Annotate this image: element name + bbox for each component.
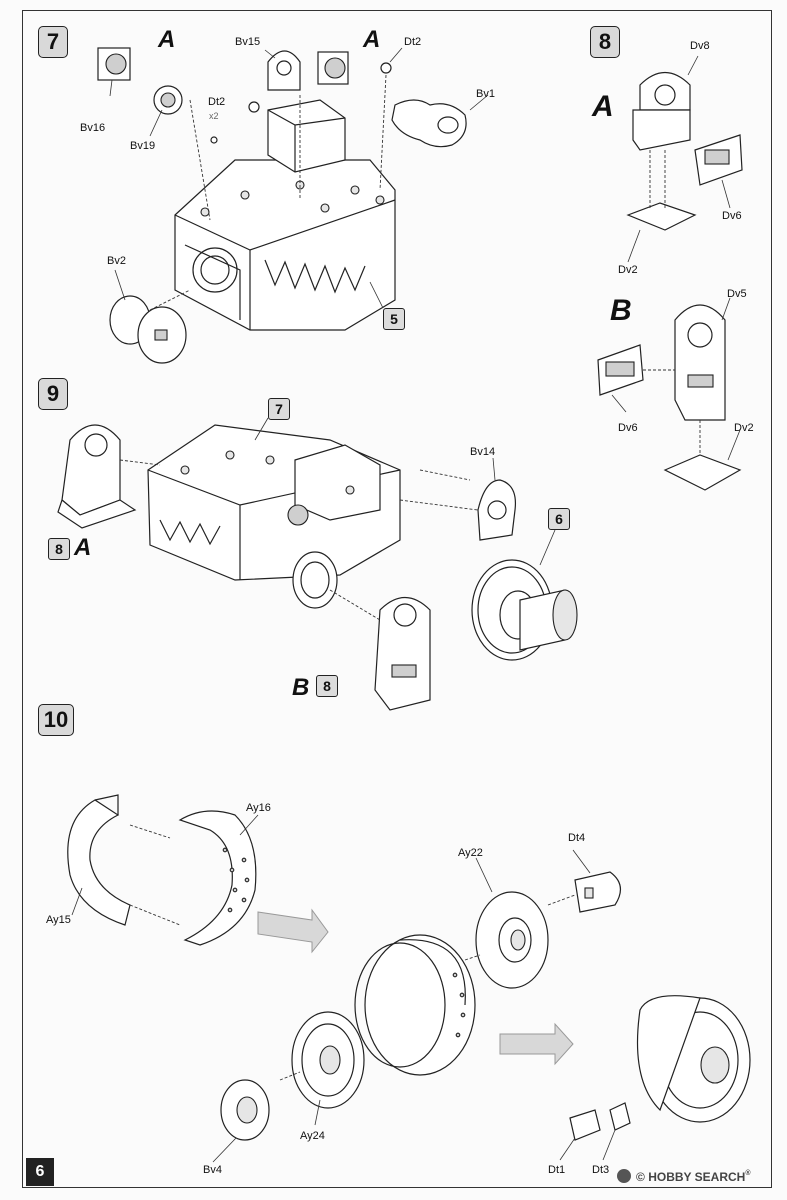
ref-step-8a-letter: A	[74, 534, 92, 561]
part-label-bv2: Bv2	[107, 255, 126, 267]
ref-step-7: 7	[268, 398, 290, 420]
watermark-logo-icon	[617, 1169, 631, 1183]
part-label-ay24: Ay24	[300, 1130, 325, 1142]
step7-variant-a-mid: A	[363, 26, 381, 53]
page-number: 6	[26, 1158, 54, 1186]
part-label-dt2-left: Dt2	[208, 96, 226, 108]
part-label-dv6-b: Dv6	[618, 422, 638, 434]
part-label-bv15: Bv15	[235, 36, 261, 48]
part-label-bv1: Bv1	[476, 88, 495, 100]
part-label-bv16: Bv16	[80, 122, 106, 134]
part-label-dv2-b: Dv2	[734, 422, 754, 434]
part-label-ay16: Ay16	[246, 802, 271, 814]
step10-drum-assembly-drawing	[67, 794, 751, 1163]
ref-step-8b: 8	[316, 675, 338, 697]
step9-assembly-drawing	[57, 417, 578, 711]
step-7-number: 7	[38, 26, 68, 58]
watermark-prefix: ©	[636, 1170, 645, 1184]
ref-step-8b-letter: B	[292, 674, 310, 701]
watermark: © HOBBY SEARCH®	[636, 1170, 750, 1184]
part-label-ay15: Ay15	[46, 914, 71, 926]
step8-engine-mount-drawing	[597, 55, 743, 491]
part-label-bv4: Bv4	[203, 1164, 222, 1176]
page-border	[22, 10, 772, 1188]
part-label-bv19: Bv19	[130, 140, 156, 152]
watermark-reg: ®	[745, 1170, 751, 1177]
step-10-number: 10	[38, 704, 74, 736]
step-9-number: 9	[38, 378, 68, 410]
part-label-bv14: Bv14	[470, 446, 496, 458]
ref-step-5: 5	[383, 308, 405, 330]
step7-engine-block-drawing	[97, 47, 489, 364]
watermark-brand: HOBBY SEARCH	[648, 1170, 746, 1184]
part-label-dv2-a: Dv2	[618, 264, 638, 276]
part-label-dv8: Dv8	[690, 40, 710, 52]
step-arrow-icon	[257, 908, 329, 954]
part-label-dv6-a: Dv6	[722, 210, 742, 222]
part-label-ay22: Ay22	[458, 847, 483, 859]
part-label-dt3: Dt3	[592, 1164, 610, 1176]
part-label-dt1: Dt1	[548, 1164, 566, 1176]
step7-variant-a-left: A	[158, 26, 176, 53]
step8-variant-b: B	[610, 294, 632, 327]
step8-variant-a: A	[592, 90, 614, 123]
part-label-dt4: Dt4	[568, 832, 586, 844]
step-8-number: 8	[590, 26, 620, 58]
ref-step-8a: 8	[48, 538, 70, 560]
part-label-x2: x2	[209, 111, 219, 121]
step-arrow-icon	[499, 1022, 574, 1066]
part-label-dt2-top: Dt2	[404, 36, 422, 48]
part-label-dv5: Dv5	[727, 288, 747, 300]
ref-step-6: 6	[548, 508, 570, 530]
